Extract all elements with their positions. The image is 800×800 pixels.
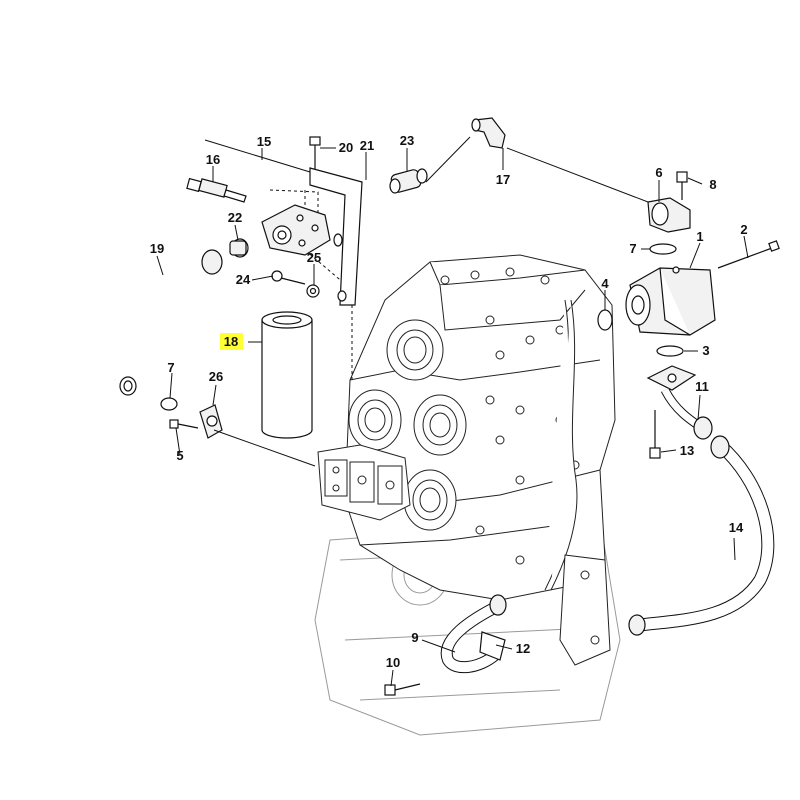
part-11-hose-fitting — [660, 387, 713, 440]
callout-2[interactable]: 2 — [740, 222, 747, 237]
part-7-o-ring-upper — [649, 243, 677, 255]
part-16-sensor — [186, 177, 247, 203]
part-4-o-ring — [597, 309, 613, 331]
part-9-pipe — [440, 594, 507, 674]
callout-19[interactable]: 19 — [150, 241, 164, 256]
callout-18-highlight — [220, 333, 243, 350]
leader-lines — [156, 136, 749, 687]
part-14-hose — [628, 435, 775, 636]
callout-5[interactable]: 5 — [176, 448, 183, 463]
callout-labels: 1 2 3 4 5 6 7 7 8 9 10 11 12 13 14 15 16… — [150, 133, 748, 670]
callout-15[interactable]: 15 — [257, 134, 271, 149]
part-20-bolt — [309, 136, 321, 170]
callout-12[interactable]: 12 — [516, 641, 530, 656]
callout-6[interactable]: 6 — [655, 165, 662, 180]
callout-17[interactable]: 17 — [496, 172, 510, 187]
part-22-fitting — [229, 238, 249, 258]
callout-10[interactable]: 10 — [386, 655, 400, 670]
callout-24[interactable]: 24 — [236, 272, 251, 287]
bore-left — [348, 389, 402, 451]
filter-head — [261, 204, 331, 256]
part-1-pump — [625, 266, 716, 336]
callout-26[interactable]: 26 — [209, 369, 223, 384]
callout-25[interactable]: 25 — [307, 250, 321, 265]
callout-1[interactable]: 1 — [696, 229, 703, 244]
part-6-elbow — [647, 197, 691, 233]
part-8-bolt — [676, 171, 688, 200]
callout-21[interactable]: 21 — [360, 138, 374, 153]
bore-upper — [386, 319, 444, 381]
part-7-o-ring-lower — [160, 397, 178, 411]
callout-14[interactable]: 14 — [729, 520, 744, 535]
callout-18[interactable]: 18 — [224, 334, 238, 349]
callout-4[interactable]: 4 — [601, 276, 609, 291]
part-24-bolt — [271, 270, 306, 285]
part-26-flange — [199, 404, 223, 439]
part-18-filter — [261, 311, 313, 439]
callout-13[interactable]: 13 — [680, 443, 694, 458]
leader-15 — [204, 139, 311, 173]
part-3-o-ring — [656, 345, 684, 357]
part-23-connector — [389, 168, 428, 194]
part-17-elbow — [471, 117, 506, 149]
callout-9[interactable]: 9 — [411, 630, 418, 645]
control-valve-block — [317, 444, 411, 521]
callout-22[interactable]: 22 — [228, 210, 242, 225]
part-10-bolt — [384, 683, 421, 696]
part-2-bolt — [717, 240, 780, 269]
part-25-washer — [306, 284, 320, 298]
callout-11[interactable]: 11 — [695, 379, 709, 394]
callout-3[interactable]: 3 — [702, 343, 709, 358]
callout-7-lower[interactable]: 7 — [167, 360, 174, 375]
callout-8[interactable]: 8 — [709, 177, 716, 192]
callout-7-upper[interactable]: 7 — [629, 241, 636, 256]
part-19-pipe — [102, 249, 223, 396]
callout-23[interactable]: 23 — [400, 133, 414, 148]
callout-16[interactable]: 16 — [206, 152, 220, 167]
bore-lower — [403, 469, 457, 531]
bore-middle — [413, 394, 467, 456]
part-5-bolt — [169, 419, 199, 429]
part-12-clamp — [479, 631, 506, 661]
part-13-bolt — [649, 410, 661, 459]
part-21-bracket — [309, 167, 363, 306]
pump-flange — [646, 365, 697, 391]
callout-20[interactable]: 20 — [339, 140, 353, 155]
